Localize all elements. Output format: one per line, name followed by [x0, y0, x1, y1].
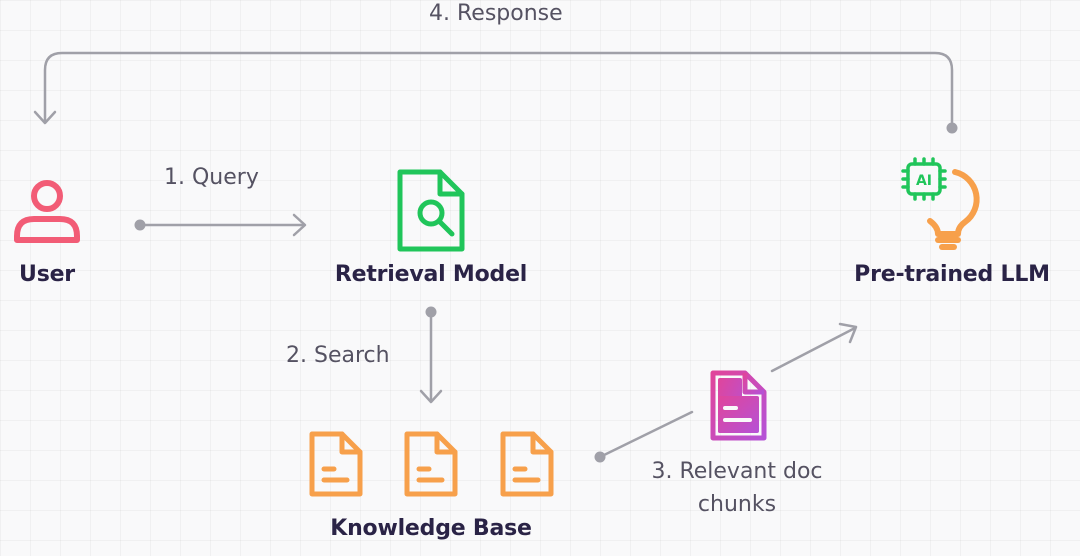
- knowledge-base-doc-icon: [404, 431, 458, 497]
- edge-search: [419, 306, 443, 404]
- doc-chunk-icon: [710, 370, 767, 441]
- edge-query: [134, 213, 307, 237]
- user-label: User: [19, 262, 75, 287]
- query-edge-label: 1. Query: [164, 165, 259, 190]
- edge-chunks: [594, 322, 858, 463]
- edge-response: [33, 51, 958, 134]
- user-icon: [14, 180, 80, 243]
- chunks-edge-label-line2: chunks: [697, 492, 777, 517]
- ai-chip-text: AI: [916, 173, 932, 189]
- document-search-icon: [397, 169, 465, 252]
- search-edge-label: 2. Search: [286, 343, 390, 368]
- chunks-edge-label-line1: 3. Relevant doc: [651, 459, 823, 484]
- knowledge-base-label: Knowledge Base: [330, 516, 532, 541]
- ai-lightbulb-icon: AI: [901, 157, 980, 250]
- response-edge-label: 4. Response: [429, 1, 563, 26]
- llm-label: Pre-trained LLM: [854, 262, 1050, 287]
- chunks-edge-label: 3. Relevant doc chunks: [651, 455, 822, 521]
- knowledge-base-doc-icon: [309, 431, 363, 497]
- retrieval-model-label: Retrieval Model: [334, 262, 528, 287]
- knowledge-base-doc-icon: [500, 431, 554, 497]
